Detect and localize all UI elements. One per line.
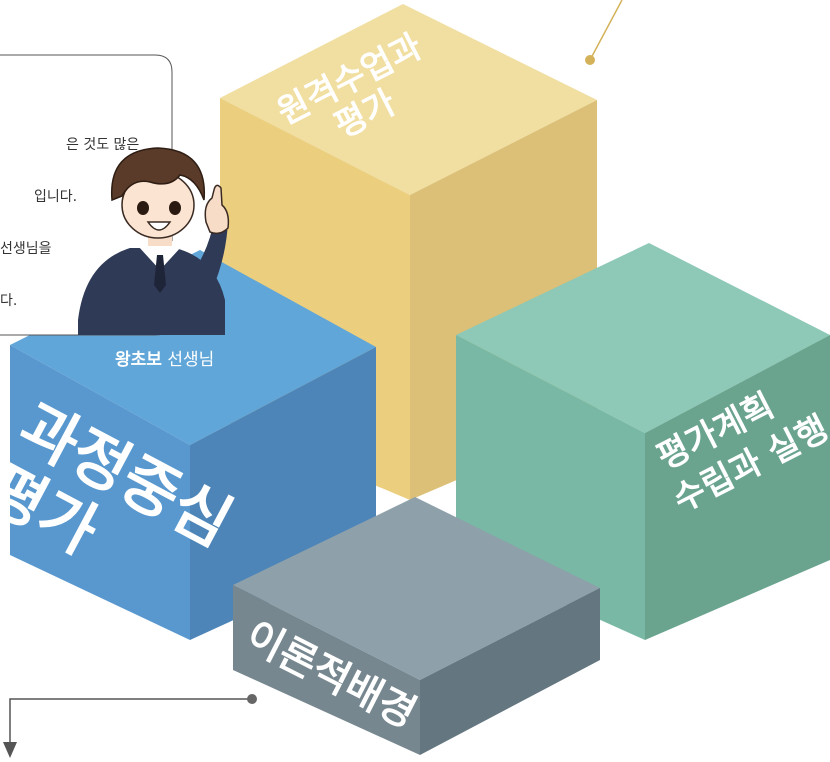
teacher-eye-right	[169, 201, 181, 215]
speech-line-1: 은 것도 많은	[66, 137, 140, 153]
connector-line-bottom	[9, 698, 252, 750]
speech-line-3: 선생님을	[0, 241, 52, 257]
block-gray-top	[233, 497, 600, 680]
block-blue-top	[10, 250, 376, 445]
arrow-down-icon	[3, 742, 17, 758]
teacher-name: 왕초보	[115, 350, 162, 370]
teacher-character	[78, 147, 230, 335]
teacher-title: 선생님	[161, 350, 215, 370]
teacher-hand	[204, 184, 230, 235]
connector-line-top	[589, 0, 623, 61]
speech-line-2: 입니다.	[34, 189, 78, 205]
block-blue-left	[10, 345, 190, 640]
speech-text: 은 것도 많은 입니다. 선생님을 다.	[0, 106, 160, 340]
teacher-mouth	[146, 221, 172, 231]
teacher-suit	[78, 248, 225, 335]
block-gray	[233, 497, 600, 755]
block-gray-right	[420, 588, 600, 755]
teacher-eye-left	[137, 201, 149, 215]
block-green-right	[645, 335, 830, 640]
block-green-top	[456, 243, 830, 433]
teacher-tie	[154, 255, 166, 293]
block-yellow-top	[220, 4, 597, 195]
block-gray-left	[233, 585, 420, 755]
speech-line-4: 다.	[0, 293, 18, 309]
connector-dot-bottom	[247, 694, 257, 704]
connector-dot-top	[585, 55, 595, 65]
teacher-hair	[110, 147, 206, 202]
teacher-name-label: 왕초보 선생님	[115, 345, 214, 370]
teacher-arm	[195, 220, 228, 290]
